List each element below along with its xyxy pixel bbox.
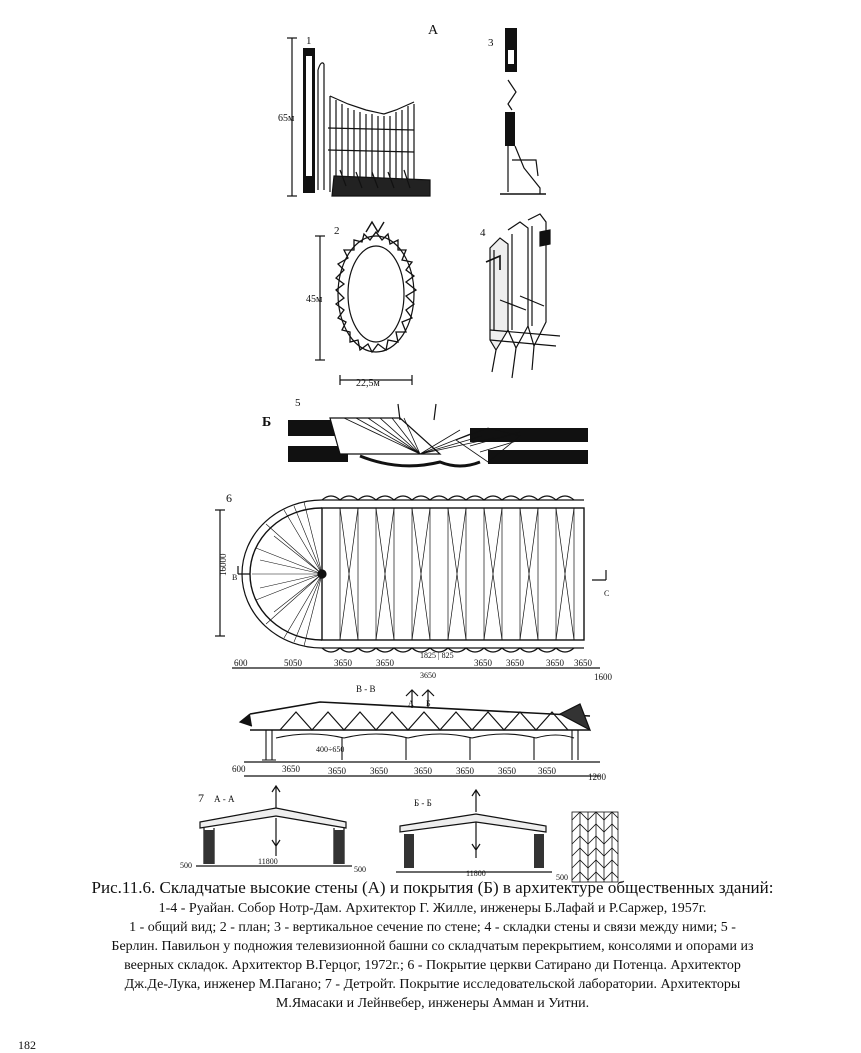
aa-right-dim: 500 [354,865,366,874]
panel-3-vertical-section: 3 [488,28,546,195]
section-dim-2: 3650 [328,766,347,776]
section-dim-4: 3650 [414,766,433,776]
aa-left-dim: 500 [180,861,192,870]
caption-line: Берлин. Павильон у подножия телевизионно… [111,939,754,954]
panel-3-number: 3 [488,37,494,49]
aa-span-dim: 11800 [258,857,278,866]
plan-height-dim: 16000 [218,553,228,576]
section-inner-dim: 400÷650 [316,745,344,754]
section-arrow-b: Б [426,699,431,708]
section-b-label: Б [262,415,271,430]
caption-line: веерных складок. Архитектор В.Герцог, 19… [124,958,741,973]
caption-line: Дж.Де-Лука, инженер М.Пагано; 7 - Детрой… [124,977,741,992]
plan-dim-7: 3650 [574,658,593,668]
aa-title: А - А [214,794,235,804]
panel-1-general-view: 1 65м [278,35,431,197]
panel-2-plan: 2 45м 22,5м [306,220,418,389]
section-dim-6: 3650 [498,766,517,776]
section-dim-3: 3650 [370,766,389,776]
width-22-5-dim: 22,5м [356,378,381,389]
height-45-dim: 45м [306,294,323,305]
panel-5-berlin-pavilion: 5 [288,397,588,468]
plan-cut-right: С [604,589,609,598]
figure-caption: Рис.11.6. Складчатые высокие стены (А) и… [30,878,835,1013]
caption-line: 1-4 - Руайан. Собор Нотр-Дам. Архитектор… [158,901,707,916]
panel-2-number: 2 [334,225,340,237]
plan-dim-8: 1600 [594,672,613,682]
plan-dim-mid: 1825 | 825 [420,651,454,660]
section-dim-8: 1200 [588,772,607,782]
bb-span-dim: 11800 [466,869,486,878]
panel-7-detroit: 7 А - А 500 11800 500 Б - Б 11800 500 [180,784,619,883]
section-dim-5: 3650 [456,766,475,776]
bb-title: Б - Б [414,798,432,808]
section-dim-7: 3650 [538,766,557,776]
section-arrow-a: А [408,699,414,708]
caption-body: 1-4 - Руайан. Собор Нотр-Дам. Архитектор… [30,899,835,1013]
plan-dim-4: 3650 [474,658,493,668]
plan-dim-2: 3650 [334,658,353,668]
panel-4-number: 4 [480,227,486,239]
bb-right-dim: 500 [556,873,568,882]
plan-dim-6: 3650 [546,658,565,668]
section-a-label: А [428,23,439,38]
plan-bottom-dims: 600 5050 3650 3650 3650 3650 3650 3650 1… [234,651,613,682]
plan-dim-0: 600 [234,658,248,668]
panel-6-church-roof-plan: 6 16000 В С 600 5050 3650 [215,491,613,682]
plan-dim-5: 3650 [506,658,525,668]
panel-1-number: 1 [306,35,312,47]
plan-dim-3: 3650 [376,658,395,668]
plan-dim-1: 5050 [284,658,303,668]
page-number: 182 [18,1038,36,1052]
panel-7-number: 7 [198,791,204,805]
height-65-dim: 65м [278,113,295,124]
caption-line: М.Ямасаки и Лейнвебер, инженеры Амман и … [275,996,590,1011]
section-dim-1: 3650 [282,764,301,774]
panel-4-wall-folds: 4 [480,213,561,379]
section-b-b: В - В А Б 400÷650 600 3650 3650 3650 365… [232,684,607,782]
section-bb-title: В - В [356,684,376,694]
plan-dim-mid2: 3650 [420,671,436,680]
caption-title: Рис.11.6. Складчатые высокие стены (А) и… [91,878,774,897]
plan-cut-left: В [232,573,237,582]
panel-6-number: 6 [226,491,232,505]
section-dim-0: 600 [232,764,246,774]
section-bottom-dims: 600 3650 3650 3650 3650 3650 3650 3650 1… [232,764,607,782]
caption-line: 1 - общий вид; 2 - план; 3 - вертикально… [129,920,736,935]
panel-5-number: 5 [295,397,301,409]
